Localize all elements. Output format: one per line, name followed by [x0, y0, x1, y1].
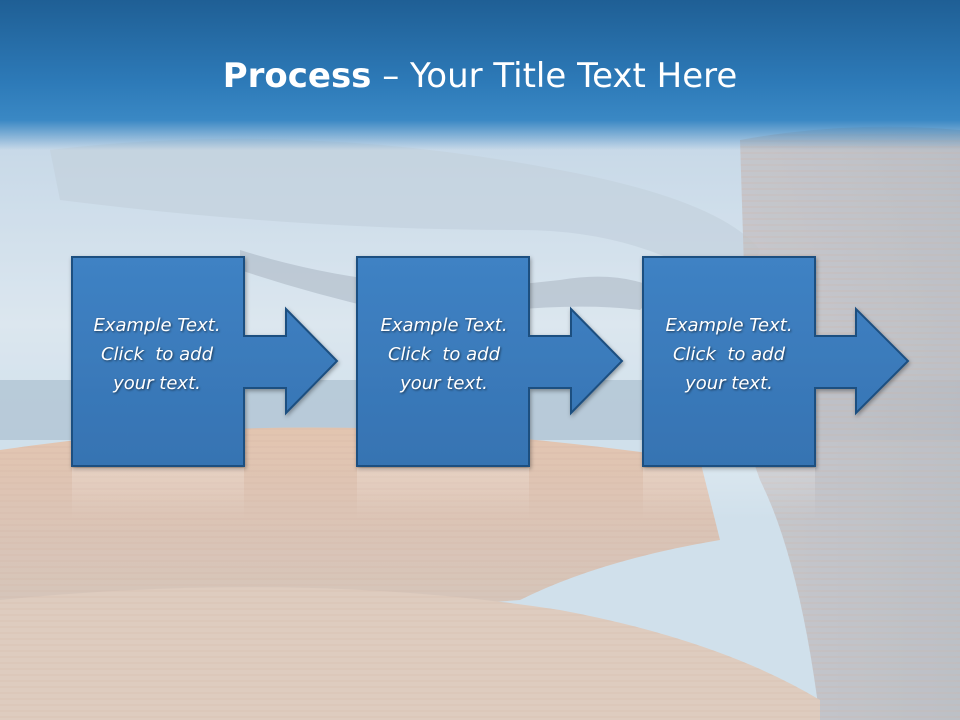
- step-text-1[interactable]: Example Text. Click to add your text.: [72, 311, 242, 398]
- step-3-line-2: Click to add: [672, 344, 785, 365]
- step-2-line-1: Example Text.: [380, 315, 508, 336]
- title-bar: [0, 0, 960, 150]
- step-box-2: [356, 256, 624, 467]
- process-step-2[interactable]: [356, 256, 624, 520]
- step-1-line-3: your text.: [113, 373, 201, 394]
- step-1-line-1: Example Text.: [93, 315, 221, 336]
- title-bold: Process: [222, 56, 372, 96]
- step-box-1: [71, 256, 339, 467]
- step-reflection-2: [357, 468, 529, 520]
- process-step-3[interactable]: [642, 256, 910, 520]
- step-text-3[interactable]: Example Text. Click to add your text.: [644, 311, 814, 398]
- step-text-2[interactable]: Example Text. Click to add your text.: [359, 311, 529, 398]
- process-step-1[interactable]: [71, 256, 339, 520]
- step-3-line-1: Example Text.: [665, 315, 793, 336]
- step-reflection-1: [72, 468, 244, 520]
- step-1-line-2: Click to add: [100, 344, 213, 365]
- step-reflection-3: [643, 468, 815, 520]
- slide-title[interactable]: Process – Your Title Text Here: [0, 54, 960, 98]
- step-2-line-3: your text.: [400, 373, 488, 394]
- step-3-line-3: your text.: [685, 373, 773, 394]
- step-2-line-2: Click to add: [387, 344, 500, 365]
- title-rest: – Your Title Text Here: [371, 56, 738, 96]
- step-box-3: [642, 256, 910, 467]
